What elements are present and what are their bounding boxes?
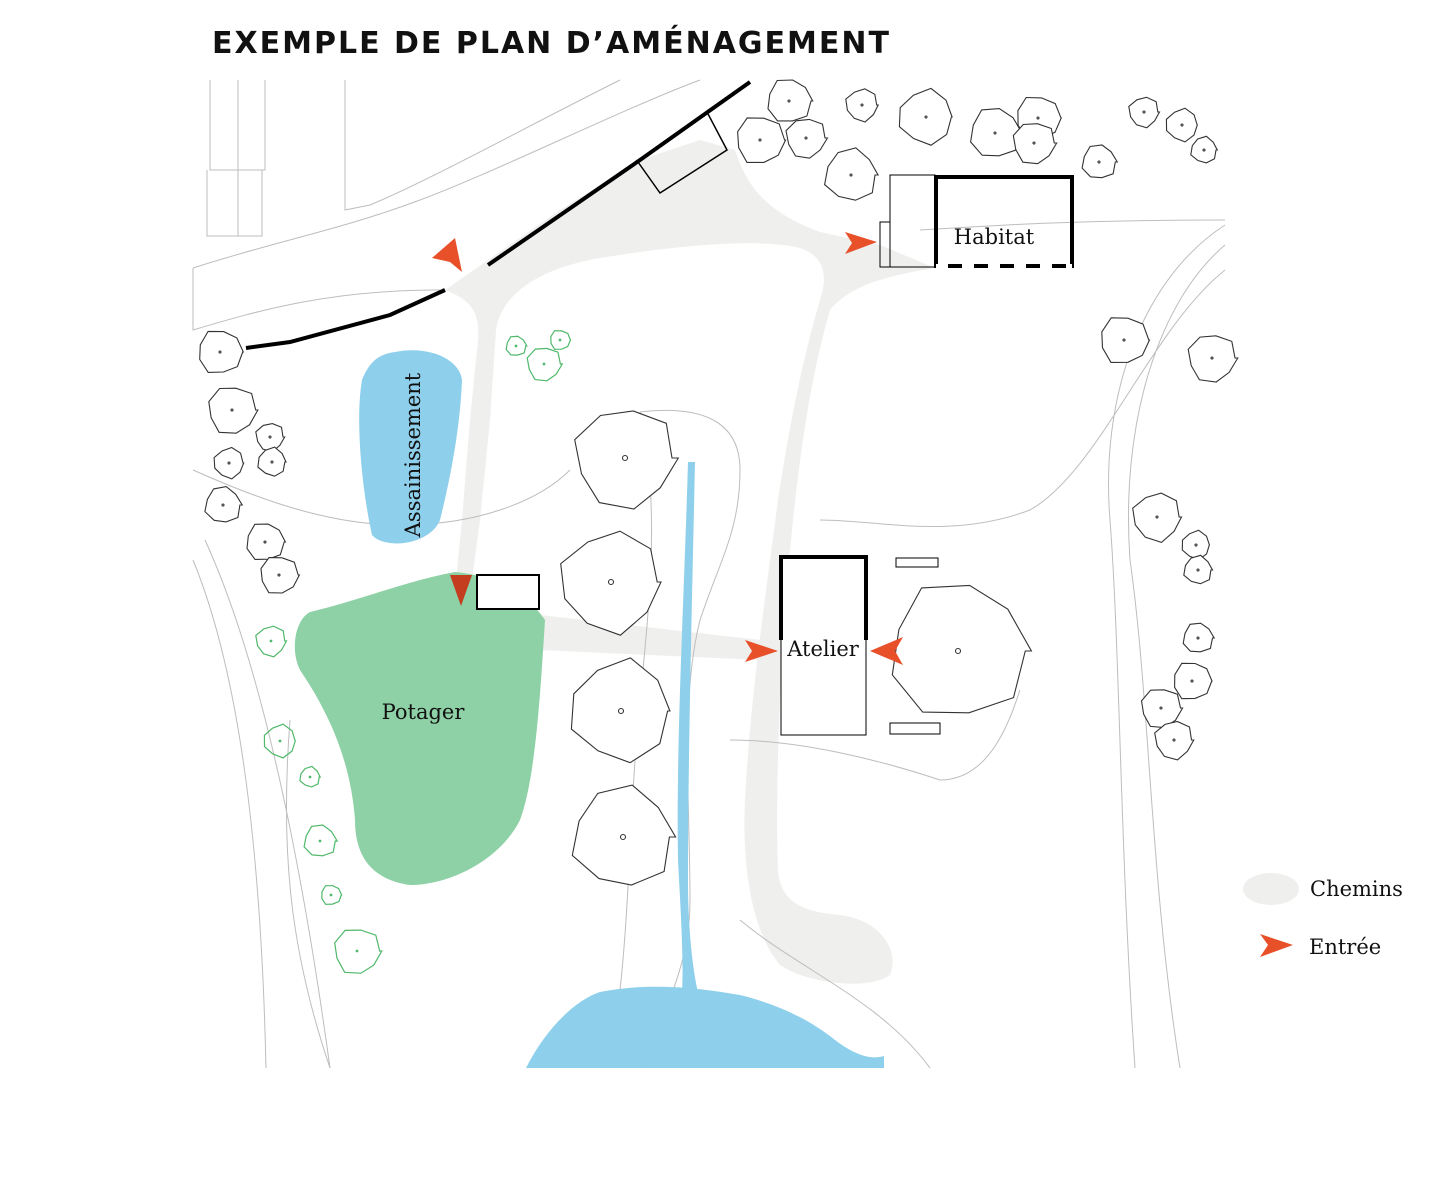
young-tree	[255, 625, 288, 658]
young-tree	[505, 335, 528, 356]
tree-trunk	[270, 460, 274, 464]
tree	[891, 584, 1033, 714]
entrance-arrow-habitat	[845, 232, 877, 254]
legend-entree-label: Entrée	[1309, 935, 1381, 959]
map-title: EXEMPLE DE PLAN D’AMÉNAGEMENT	[212, 26, 891, 61]
tree-trunk	[993, 131, 997, 135]
tree-trunk	[1036, 116, 1040, 120]
tree-trunk	[263, 540, 267, 544]
tree	[737, 117, 787, 163]
tree-trunk	[227, 461, 231, 465]
young-tree	[303, 824, 339, 857]
tree-trunk	[924, 115, 928, 119]
tree-trunk	[218, 350, 222, 354]
atelier-label: Atelier	[786, 637, 860, 661]
young-tree-trunk	[318, 839, 322, 843]
tree-trunk	[1032, 141, 1036, 145]
habitat-building: Habitat	[879, 174, 1074, 268]
tree-trunk	[804, 136, 808, 140]
tree-trunk	[621, 454, 629, 462]
potager-label: Potager	[382, 700, 466, 724]
young-tree	[526, 347, 564, 382]
young-trees	[255, 330, 572, 974]
tree-trunk	[1172, 738, 1176, 742]
tree-trunk	[1180, 123, 1184, 127]
young-tree-trunk	[329, 893, 333, 897]
tree-trunk	[221, 503, 225, 507]
entrance-arrow-atelier-west	[745, 640, 778, 662]
stream	[677, 462, 698, 992]
water-layer	[359, 350, 884, 1068]
assainissement-pond	[359, 350, 462, 544]
tree-trunk	[268, 435, 272, 439]
tree-trunk	[617, 707, 625, 715]
young-tree-trunk	[269, 639, 273, 643]
entrance-arrow-shed	[450, 575, 472, 606]
lake	[526, 986, 884, 1068]
young-tree	[550, 330, 572, 350]
tree-trunk	[277, 573, 281, 577]
tree-trunk	[1202, 148, 1206, 152]
entrance-arrows	[432, 232, 903, 665]
tree-trunk	[1142, 110, 1146, 114]
potager-area	[294, 572, 545, 885]
legend-chemins-label: Chemins	[1310, 877, 1403, 901]
legend-entree-arrow-icon	[1260, 934, 1293, 957]
entrance-arrow-road	[432, 238, 462, 272]
tree	[1101, 317, 1151, 363]
tree-trunk	[607, 578, 615, 586]
young-tree	[321, 885, 343, 905]
shed-building	[476, 574, 540, 610]
atelier-building: Atelier	[779, 555, 941, 736]
gate-structure	[637, 111, 728, 195]
habitat-label: Habitat	[954, 225, 1035, 249]
assainissement-label: Assainissement	[401, 372, 425, 538]
young-tree-trunk	[542, 362, 546, 366]
path-main	[445, 140, 935, 984]
young-tree-trunk	[558, 338, 562, 342]
tree-trunk	[954, 647, 962, 655]
young-tree-trunk	[308, 775, 312, 779]
young-tree-trunk	[278, 739, 282, 743]
young-tree	[334, 929, 383, 974]
young-tree	[263, 723, 297, 759]
tree-trunk	[849, 173, 853, 177]
tree-trunk	[1097, 160, 1101, 164]
tree-trunk	[230, 408, 234, 412]
young-tree-trunk	[514, 344, 518, 348]
tree-trunk	[1159, 706, 1163, 710]
tree-trunk	[1190, 679, 1194, 683]
tree-trunk	[1155, 515, 1159, 519]
fences	[245, 80, 752, 350]
tree-trunk	[1194, 543, 1198, 547]
tree-trunk	[1196, 568, 1200, 572]
tree-trunk	[787, 99, 791, 103]
path-branch-atelier	[540, 615, 760, 660]
legend-chemins-swatch	[1243, 873, 1299, 905]
tree-trunk	[619, 833, 627, 841]
tree-trunk	[758, 138, 762, 142]
tree-trunk	[1122, 338, 1126, 342]
tree-trunk	[1196, 636, 1200, 640]
tree-trunk	[1210, 356, 1214, 360]
tree-trunk	[860, 103, 864, 107]
young-tree	[299, 765, 322, 788]
trees	[199, 79, 1239, 886]
legend: Chemins Entrée	[1243, 873, 1403, 959]
entrance-arrow-atelier-east	[870, 637, 903, 665]
young-tree-trunk	[355, 949, 359, 953]
